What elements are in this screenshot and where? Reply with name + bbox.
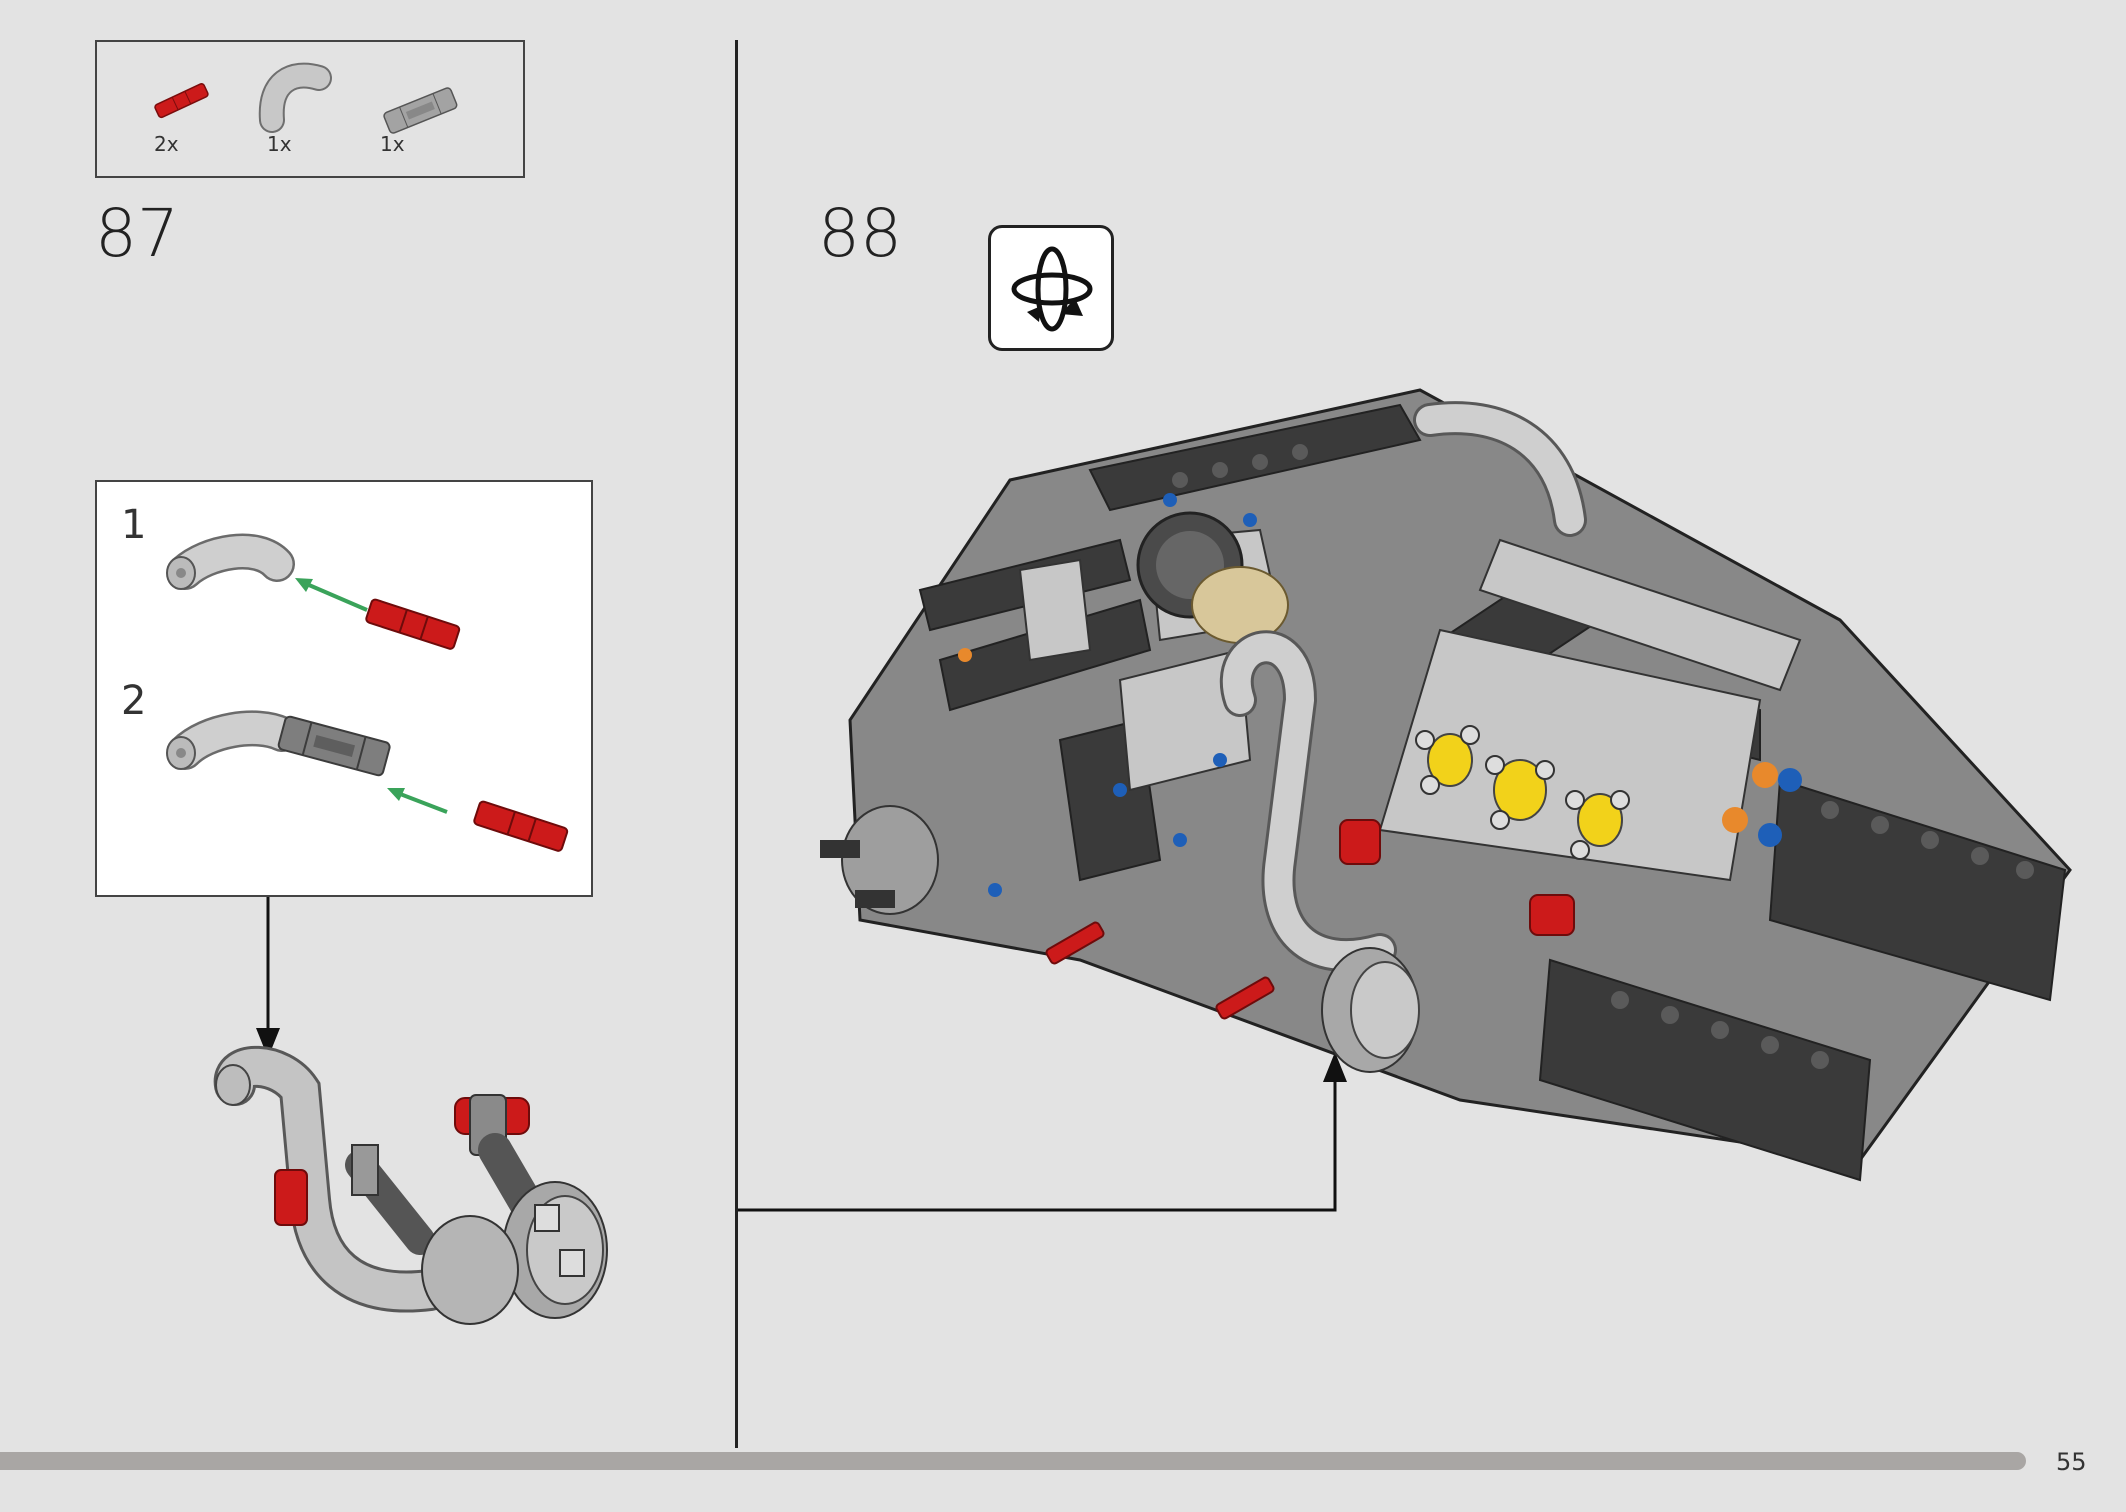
- grey-bent-tube-icon: [258, 62, 332, 133]
- red-pin-2: [473, 800, 569, 852]
- step-number-87: 87: [95, 195, 179, 272]
- arrow-up-to-model-88: [738, 1052, 1347, 1212]
- column-divider: [735, 40, 738, 1448]
- green-arrow-2: [387, 788, 448, 814]
- step-88-model-illustration: [820, 388, 2072, 1182]
- sub-assembly-box: 1 2: [95, 480, 593, 897]
- arrow-down-to-assembly-87: [256, 897, 280, 1058]
- step-87-assembly-illustration: [213, 1045, 608, 1325]
- rotate-model-icon: [988, 225, 1114, 351]
- sub-step-number-2: 2: [121, 678, 147, 724]
- red-axle-pin-icon: [154, 83, 209, 119]
- sub-assembly-illustration: [166, 533, 569, 852]
- step-number-88: 88: [818, 195, 902, 272]
- part-qty-red-pin: 2x: [154, 132, 179, 156]
- page-progress-bar: [0, 1452, 2026, 1470]
- green-arrow-1: [295, 578, 368, 612]
- bent-tube-with-connector: [166, 710, 391, 777]
- part-qty-bent-tube: 1x: [267, 132, 292, 156]
- grey-axle-connector-icon: [383, 87, 458, 134]
- bent-tube-part: [166, 533, 295, 590]
- parts-list-box: 2x 1x 1x: [95, 40, 525, 178]
- part-qty-axle-connector: 1x: [380, 132, 405, 156]
- sub-step-number-1: 1: [121, 502, 147, 548]
- red-pin-1: [365, 598, 461, 650]
- page-number: 55: [2056, 1448, 2087, 1476]
- parts-illustrations: [154, 62, 458, 134]
